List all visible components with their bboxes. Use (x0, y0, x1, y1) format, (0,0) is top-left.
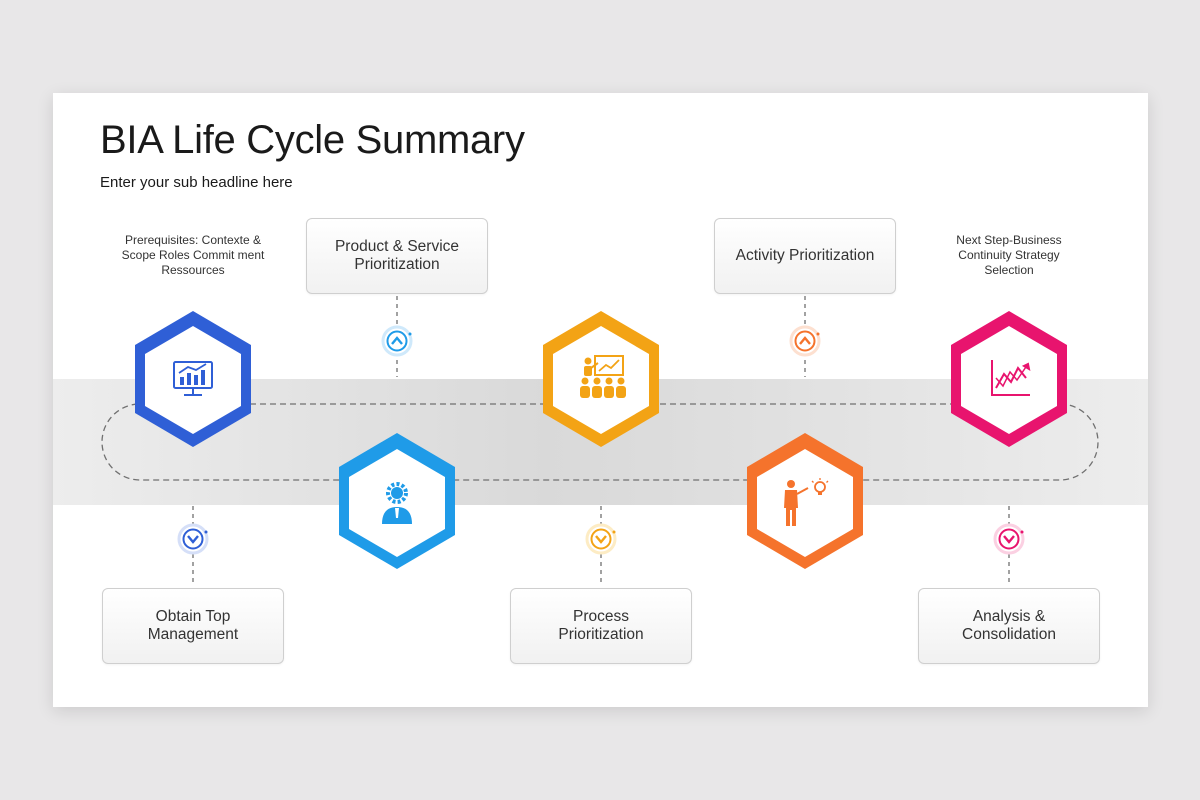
monitor-chart-icon (173, 361, 213, 396)
process-prioritization-box: Process Prioritization (510, 588, 692, 664)
down-arrow-badge-1 (177, 523, 209, 555)
obtain-top-management-label: Obtain Top Management (147, 608, 239, 643)
slide-subtitle: Enter your sub headline here (100, 174, 293, 191)
presenter-idea-icon (784, 478, 829, 526)
slide-title: BIA Life Cycle Summary (100, 118, 525, 162)
prerequisites-note: Prerequisites: Contexte & Scope Roles Co… (121, 233, 265, 277)
gear-person-icon (382, 482, 412, 524)
down-arrow-badge-3 (993, 523, 1025, 555)
analysis-consolidation-label: Analysis & Consolidation (962, 608, 1056, 643)
down-arrow-badge-2 (585, 523, 617, 555)
presentation-audience-icon (580, 355, 626, 398)
stage-hexagon-2 (339, 433, 455, 569)
stage-hexagon-4 (747, 433, 863, 569)
activity-prioritization-label: Activity Prioritization (735, 247, 875, 264)
activity-prioritization-box: Activity Prioritization (714, 218, 896, 294)
product-service-prioritization-box: Product & Service Prioritization (306, 218, 488, 294)
process-prioritization-label: Process Prioritization (558, 608, 644, 643)
up-arrow-badge-2 (789, 325, 821, 357)
obtain-top-management-box: Obtain Top Management (102, 588, 284, 664)
up-arrow-badge-1 (381, 325, 413, 357)
next-step-note: Next Step-Business Continuity Strategy S… (956, 233, 1062, 277)
stage-hexagon-3 (543, 311, 659, 447)
stage-hexagon-1 (135, 311, 251, 447)
product-service-prioritization-label: Product & Service Prioritization (334, 238, 460, 273)
line-chart-icon (991, 360, 1031, 396)
dashed-track (101, 403, 1099, 481)
analysis-consolidation-box: Analysis & Consolidation (918, 588, 1100, 664)
